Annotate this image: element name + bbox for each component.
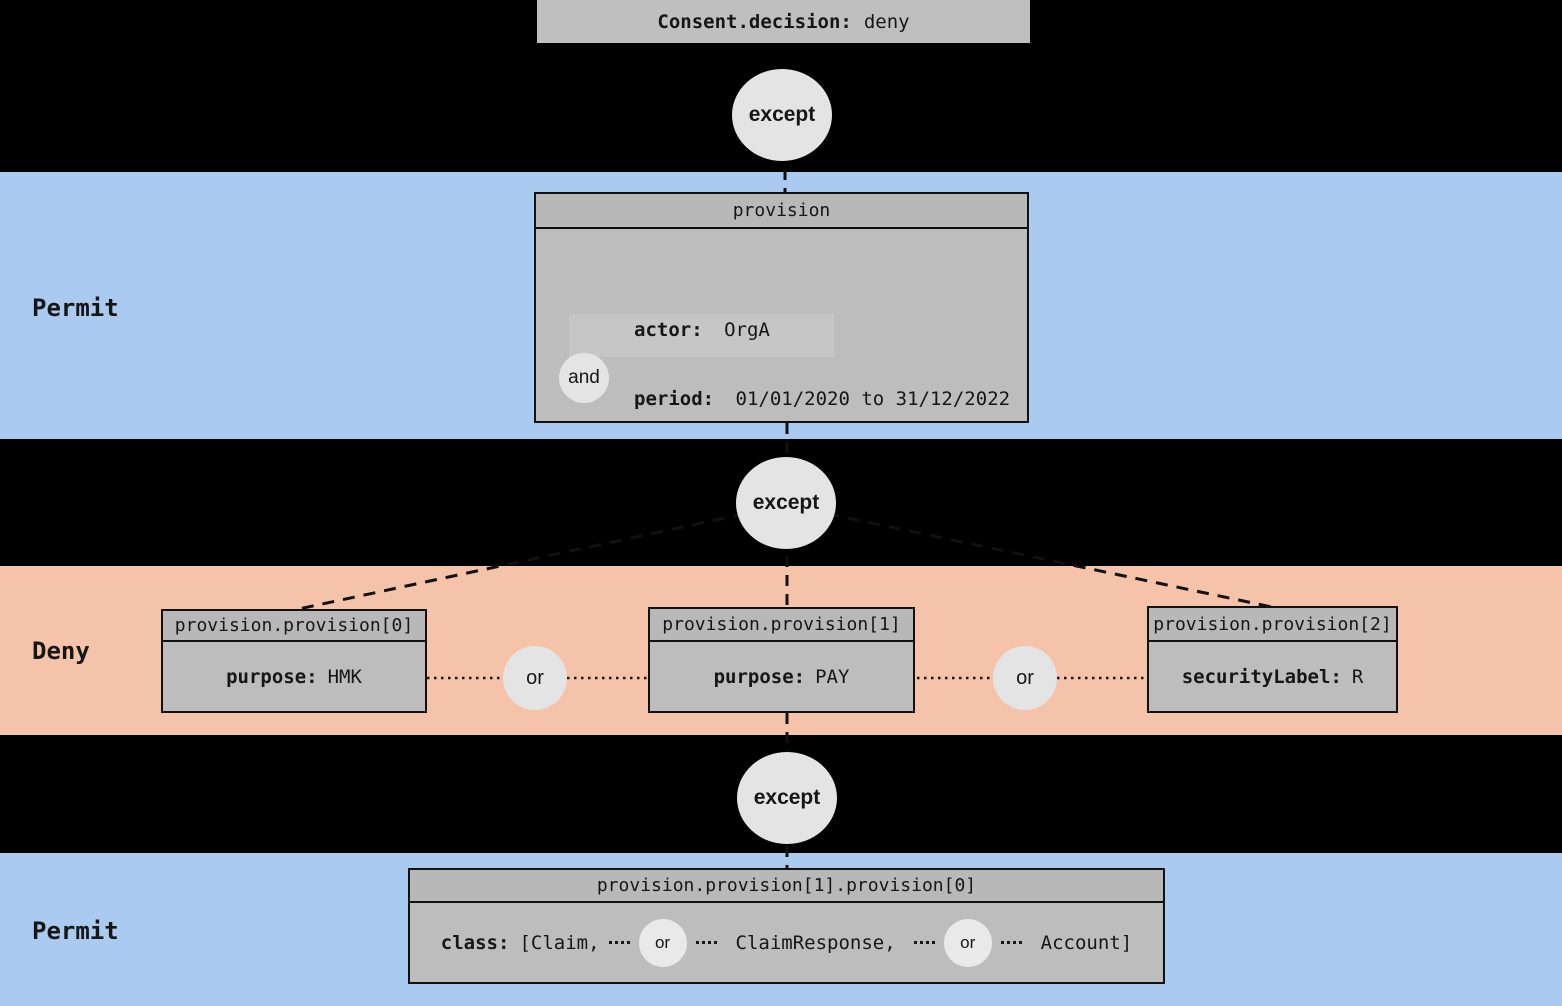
deny-node-1-body: purpose: PAY: [650, 642, 913, 711]
deny-node-0-header: provision.provision[0]: [163, 611, 425, 642]
actor-field: actor: OrgA: [634, 319, 770, 341]
band-label-permit-top: Permit: [32, 294, 119, 322]
class-field: class: [Claim, or ClaimResponse, or Acco…: [440, 918, 1133, 967]
security-label-key: securityLabel:: [1181, 665, 1342, 688]
deny-node-2-body: securityLabel: R: [1149, 642, 1396, 711]
or-label: or: [960, 932, 976, 952]
purpose-key: purpose:: [226, 665, 318, 688]
provision-node-body: actor: OrgA period: 01/01/2020 to 31/12/…: [536, 229, 1027, 421]
root-decision-label: Consent.decision:: [657, 10, 852, 33]
period-key: period:: [634, 388, 715, 410]
security-label-value: R: [1351, 665, 1364, 688]
except-label: except: [753, 786, 821, 809]
actor-key: actor:: [634, 319, 703, 341]
class-item-1: ClaimResponse,: [735, 931, 896, 954]
class-key: class:: [440, 931, 510, 954]
actor-value: OrgA: [724, 319, 770, 341]
except-operator-2: except: [736, 457, 836, 549]
dotted-or-connector: [913, 941, 935, 944]
class-provision-node-body: class: [Claim, or ClaimResponse, or Acco…: [410, 903, 1163, 982]
deny-node-0: provision.provision[0] purpose: HMK: [161, 609, 427, 713]
or-label: or: [526, 666, 544, 689]
or-operator-inline-1: or: [638, 918, 687, 967]
or-operator-2: or: [993, 646, 1057, 710]
band-label-permit-bottom: Permit: [32, 917, 119, 945]
root-decision-node: Consent.decision: deny: [537, 0, 1030, 43]
except-operator-3: except: [737, 752, 837, 844]
dotted-or-connector: [1000, 941, 1022, 944]
class-provision-node-header: provision.provision[1].provision[0]: [410, 870, 1163, 903]
or-label: or: [1016, 666, 1034, 689]
class-item-0: [Claim,: [519, 931, 600, 954]
class-item-2: Account]: [1040, 931, 1133, 954]
period-value: 01/01/2020 to 31/12/2022: [735, 388, 1011, 410]
except-label: except: [752, 491, 820, 514]
or-label: or: [654, 932, 671, 952]
or-operator-1: or: [503, 646, 567, 710]
purpose-value: HMK: [327, 665, 362, 688]
root-decision-value: deny: [863, 10, 910, 33]
and-label: and: [568, 367, 600, 388]
or-operator-inline-2: or: [943, 918, 992, 967]
dashed-connector-except-to-deny0: [293, 503, 787, 612]
band-label-deny: Deny: [32, 637, 90, 665]
actor-row-highlight: [569, 314, 834, 357]
class-provision-node: provision.provision[1].provision[0] clas…: [408, 868, 1165, 984]
dotted-or-connector: [695, 941, 717, 944]
dashed-connector-except-to-deny2: [785, 503, 1273, 609]
provision-node: provision actor: OrgA period: 01/01/2020…: [534, 192, 1029, 423]
deny-node-1: provision.provision[1] purpose: PAY: [648, 607, 915, 713]
provision-node-header: provision: [536, 194, 1027, 229]
purpose-key: purpose:: [713, 665, 806, 688]
except-label: except: [748, 103, 816, 126]
period-field: period: 01/01/2020 to 31/12/2022: [634, 388, 1010, 410]
and-operator: and: [559, 353, 609, 403]
deny-node-2: provision.provision[2] securityLabel: R: [1147, 606, 1398, 713]
purpose-value: PAY: [815, 665, 850, 688]
deny-node-2-header: provision.provision[2]: [1149, 608, 1396, 642]
except-operator-1: except: [732, 69, 832, 161]
deny-node-0-body: purpose: HMK: [163, 642, 425, 711]
dotted-or-connector: [608, 941, 630, 944]
deny-node-1-header: provision.provision[1]: [650, 609, 913, 642]
